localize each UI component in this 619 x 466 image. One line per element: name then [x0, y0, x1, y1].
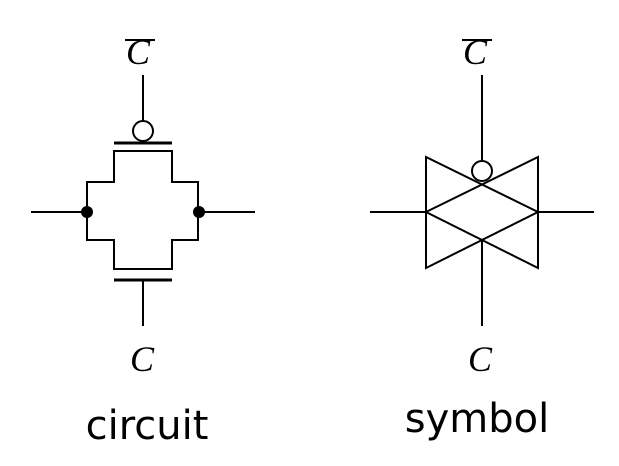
circuit-bottom-signal-label: C — [130, 339, 155, 379]
circuit-output-junction-dot — [193, 206, 205, 218]
symbol-diagram: C C symbol — [370, 32, 594, 442]
circuit-inversion-bubble — [132, 120, 154, 142]
symbol-inversion-bubble — [471, 160, 493, 182]
circuit-transistor-channel — [86, 150, 199, 270]
symbol-caption: symbol — [405, 396, 549, 442]
circuit-input-junction-dot — [81, 206, 93, 218]
symbol-bottom-signal-label: C — [468, 339, 493, 379]
circuit-caption: circuit — [86, 403, 209, 449]
symbol-top-signal-label: C — [463, 32, 488, 72]
circuit-diagram: C C circuit — [31, 32, 255, 449]
circuit-top-signal-label: C — [126, 32, 151, 72]
